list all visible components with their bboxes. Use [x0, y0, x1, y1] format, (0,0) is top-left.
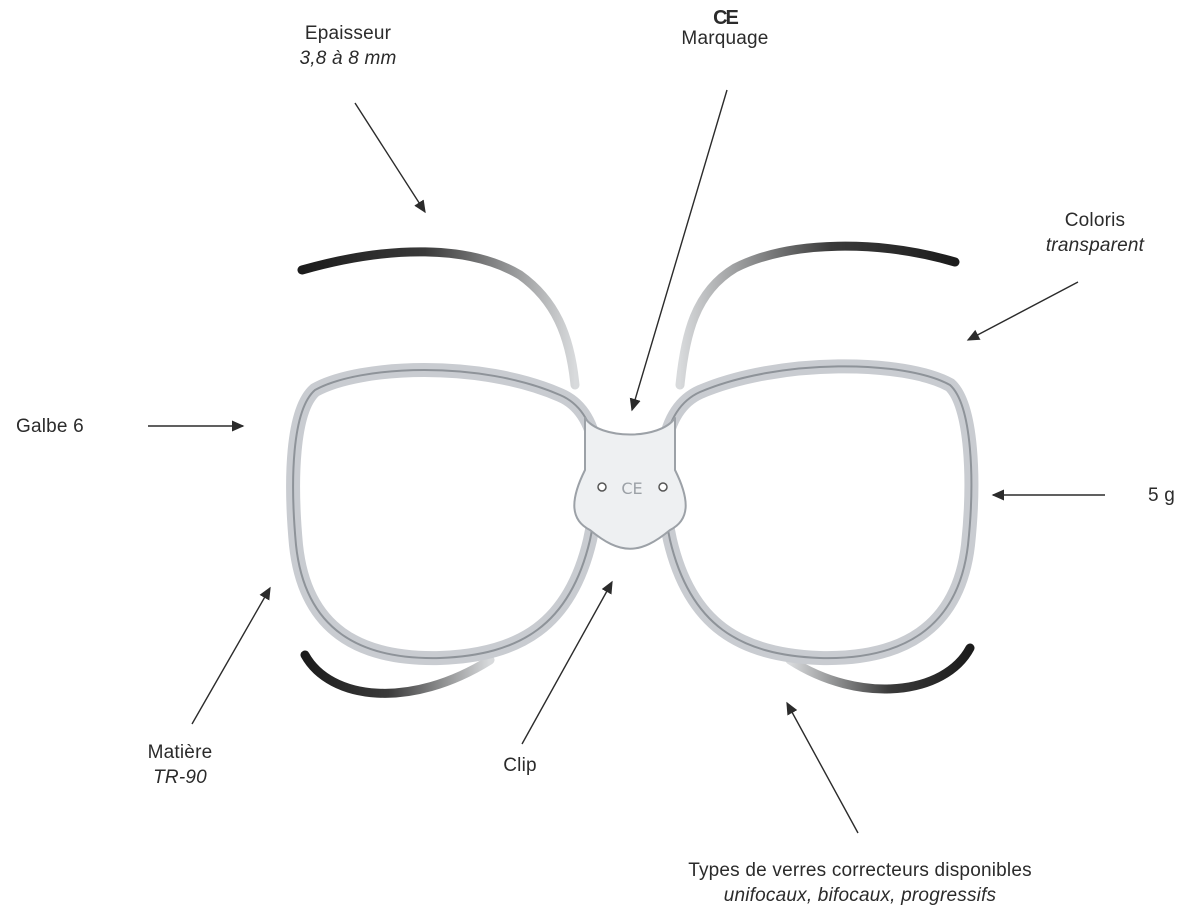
label-marquage-title: Marquage	[681, 28, 768, 49]
arrow-matiere	[192, 588, 270, 724]
left-lens-rim	[293, 370, 598, 658]
clip-hole-right-icon	[659, 483, 667, 491]
label-marquage: CE Marquage	[655, 10, 795, 51]
label-epaisseur-title: Epaisseur	[305, 23, 391, 44]
label-matiere-title: Matière	[148, 742, 213, 763]
label-epaisseur-value: 3,8 à 8 mm	[268, 46, 428, 71]
arrow-epaisseur	[355, 103, 425, 212]
label-galbe-title: Galbe 6	[16, 416, 84, 437]
label-coloris-title: Coloris	[1065, 210, 1126, 231]
label-clip: Clip	[480, 753, 560, 778]
arrow-coloris	[968, 282, 1078, 340]
insert-frame: CE	[293, 246, 971, 693]
ce-mark-icon: CE	[655, 10, 795, 26]
clip-hole-left-icon	[598, 483, 606, 491]
label-coloris-value: transparent	[1020, 233, 1170, 258]
label-clip-title: Clip	[503, 755, 537, 776]
label-coloris: Coloris transparent	[1020, 208, 1170, 258]
label-matiere: Matière TR-90	[120, 740, 240, 790]
label-types-value: unifocaux, bifocaux, progressifs	[640, 883, 1080, 908]
label-types: Types de verres correcteurs disponibles …	[640, 858, 1080, 908]
label-poids-title: 5 g	[1148, 485, 1175, 506]
label-matiere-value: TR-90	[120, 765, 240, 790]
arrow-types	[787, 703, 858, 833]
engraved-ce-icon: CE	[621, 479, 642, 498]
label-galbe: Galbe 6	[16, 414, 84, 439]
label-poids: 5 g	[1148, 483, 1175, 508]
label-types-title: Types de verres correcteurs disponibles	[688, 860, 1032, 881]
label-epaisseur: Epaisseur 3,8 à 8 mm	[268, 21, 428, 71]
right-lens-rim	[662, 366, 971, 658]
